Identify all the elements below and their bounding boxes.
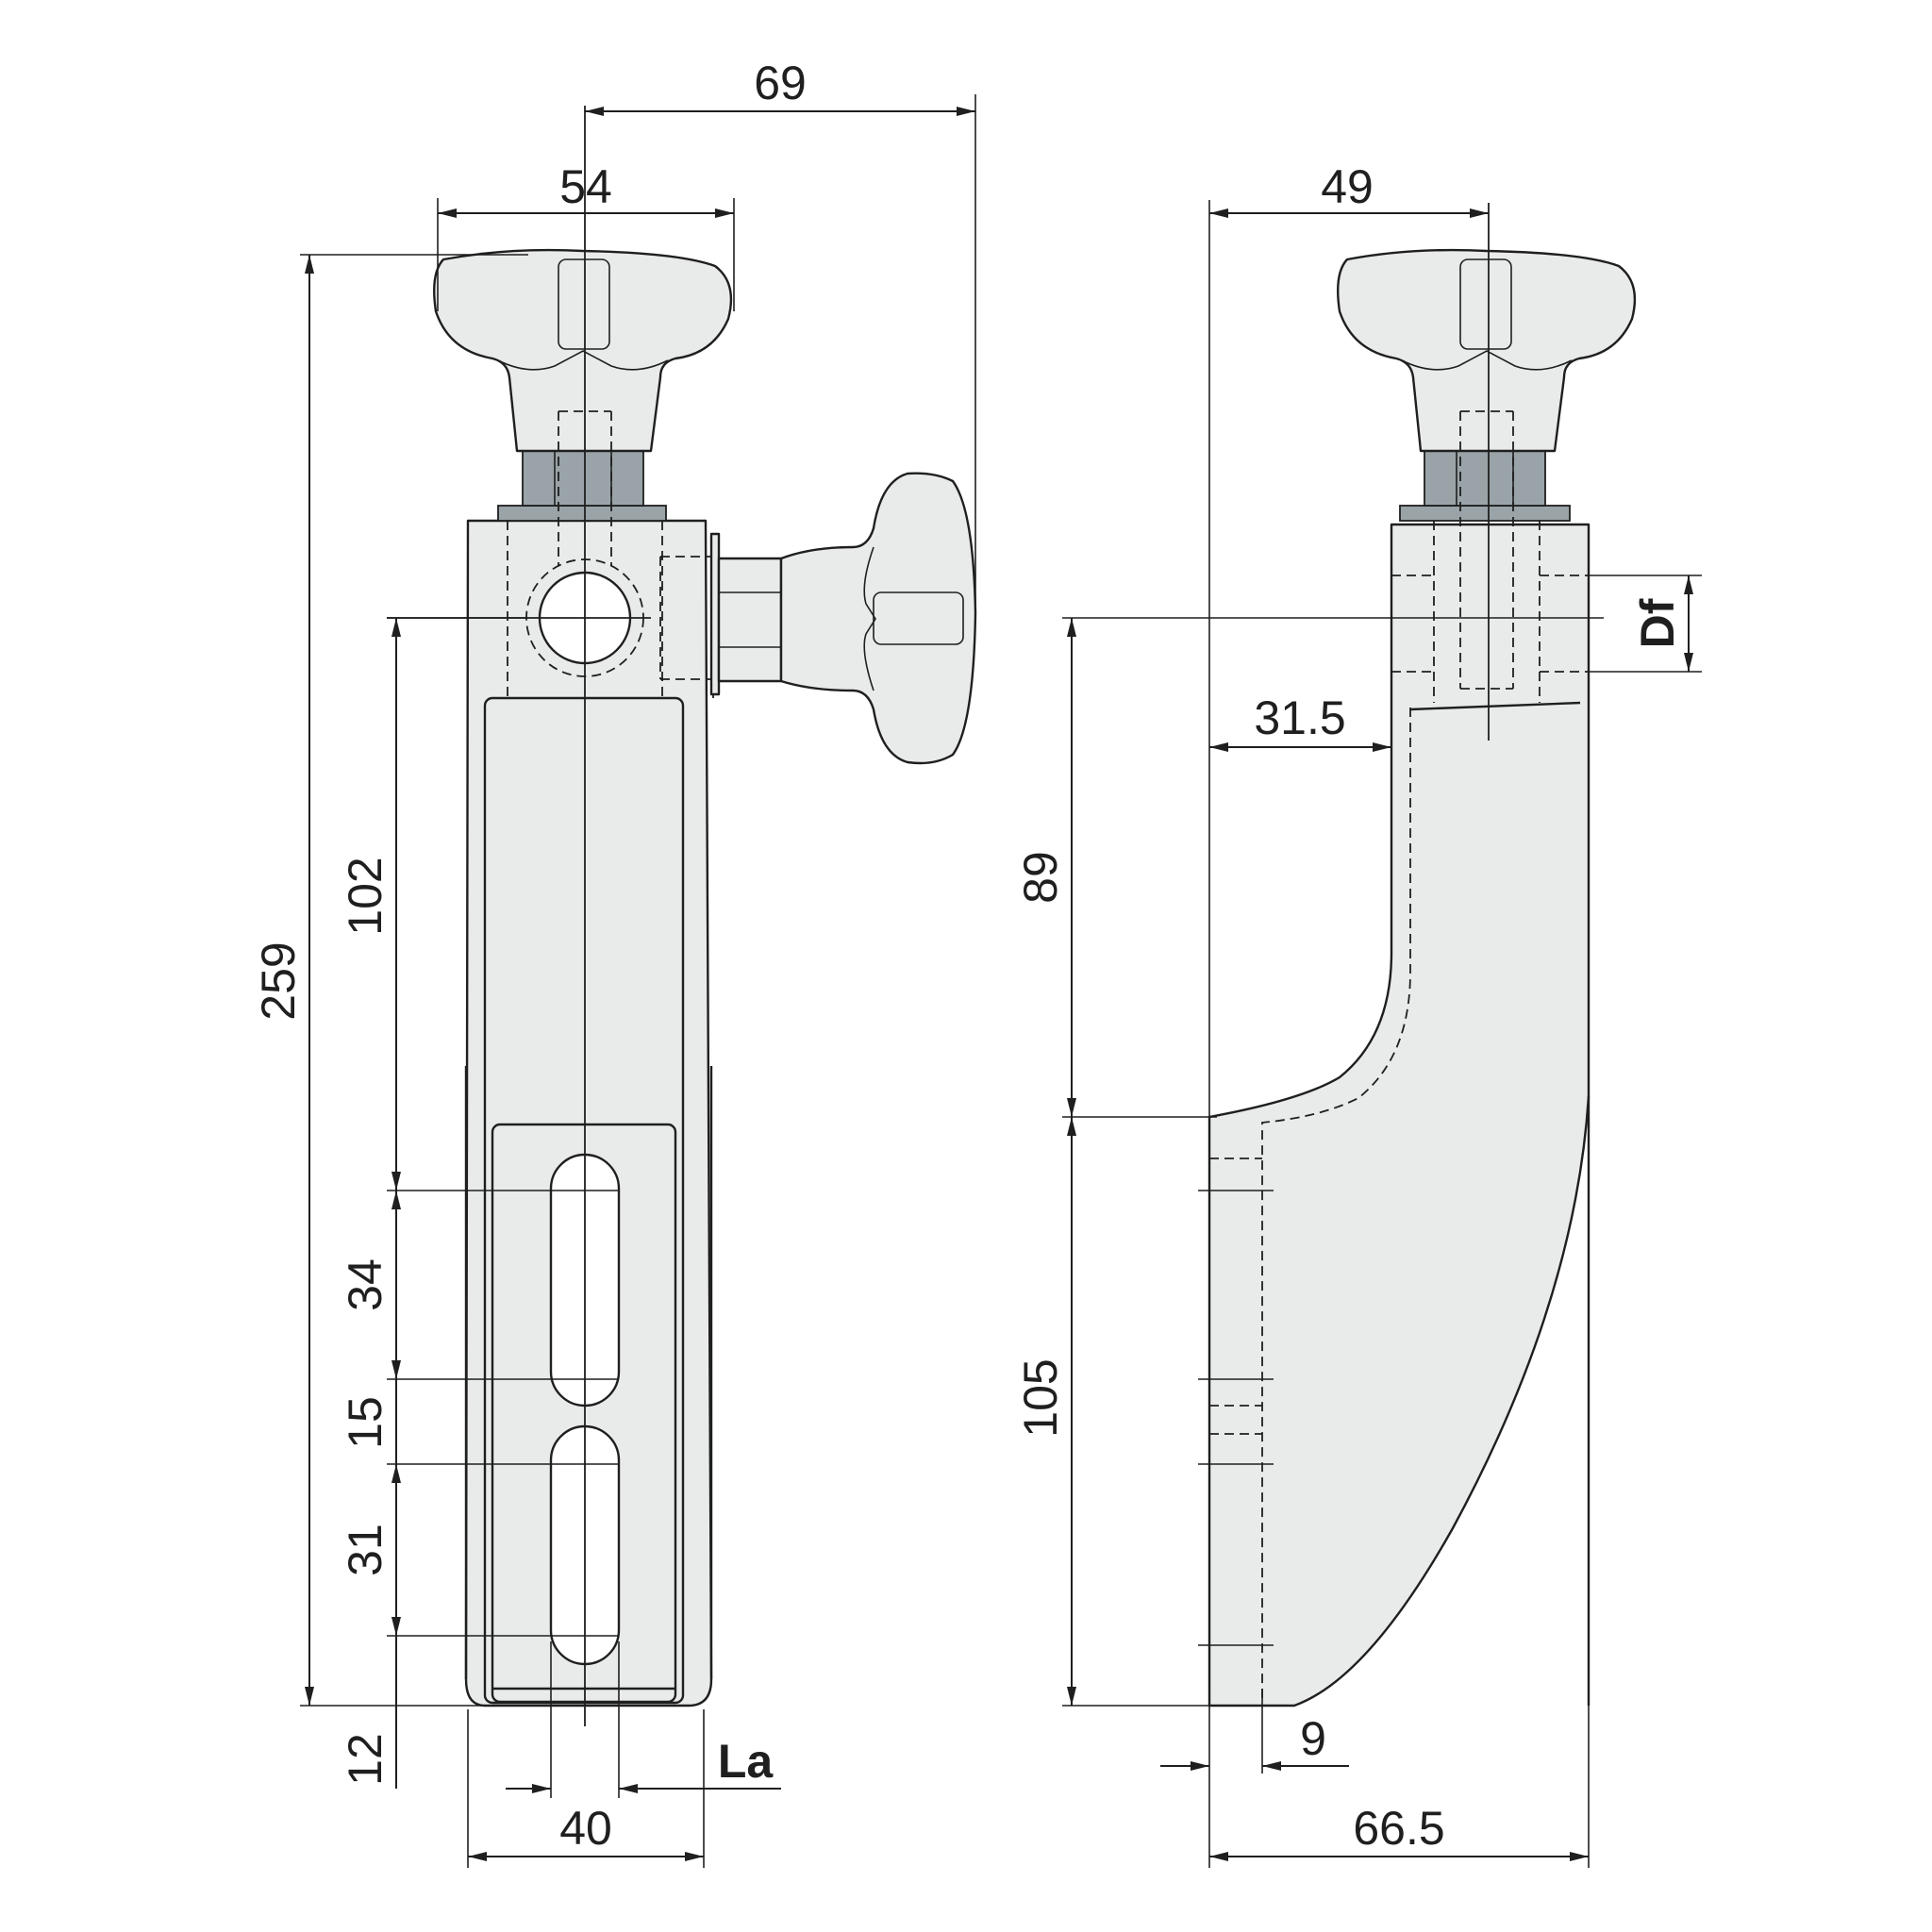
front-dimensions: 69 54 259 102 34 15 31 12: [252, 57, 976, 1868]
dim-df: Df: [1631, 598, 1684, 648]
dim-31: 31: [339, 1524, 391, 1576]
dim-9: 9: [1300, 1712, 1326, 1765]
front-top-washer: [497, 505, 667, 522]
side-hex-nut: [1424, 450, 1546, 507]
front-slot-plate: [491, 1123, 677, 1704]
front-side-knob: [779, 472, 977, 765]
dim-89: 89: [1014, 851, 1067, 904]
dim-54: 54: [559, 160, 612, 213]
front-side-knob-shaft: [717, 557, 783, 683]
dim-15: 15: [339, 1396, 391, 1449]
side-dimensions: 49 Df 31.5 89 105 9 66.5: [1014, 160, 1702, 1868]
dim-12: 12: [339, 1733, 391, 1786]
dim-31-5: 31.5: [1254, 691, 1345, 744]
dim-102: 102: [339, 857, 391, 935]
front-view: [387, 106, 977, 1726]
front-side-knob-rib: [873, 591, 964, 645]
dim-69: 69: [754, 57, 807, 109]
dim-34: 34: [339, 1258, 391, 1311]
front-body-taper: [464, 1066, 713, 1679]
side-top-washer: [1399, 505, 1571, 522]
dim-66-5: 66.5: [1353, 1802, 1444, 1855]
dim-40: 40: [559, 1802, 612, 1855]
front-hex-nut: [522, 450, 644, 507]
side-hook-body: [1208, 523, 1591, 1707]
dim-105: 105: [1014, 1358, 1067, 1437]
dim-259: 259: [252, 941, 305, 1020]
front-knob-center-rib: [558, 258, 610, 350]
dim-la: La: [718, 1735, 774, 1788]
dim-49: 49: [1321, 160, 1374, 213]
side-view: [1198, 203, 1637, 1707]
